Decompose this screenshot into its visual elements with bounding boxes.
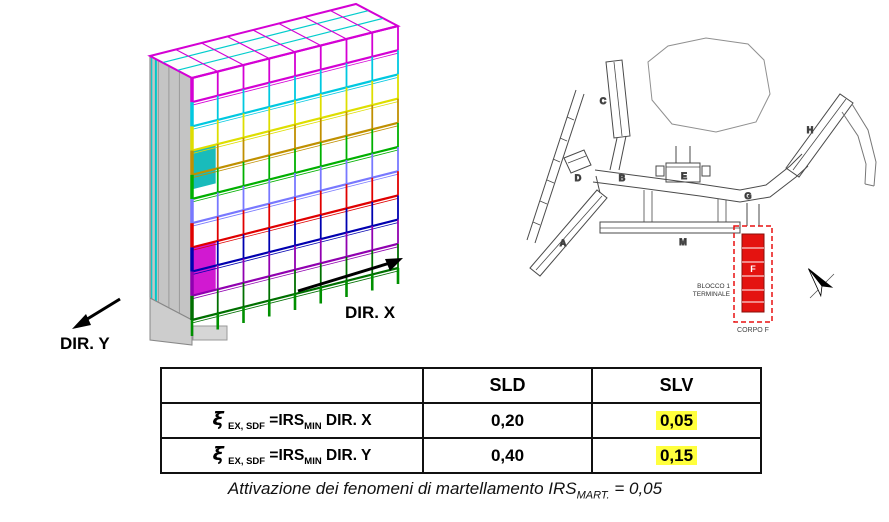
background-footprint xyxy=(647,37,771,133)
dir-x-arrowhead-icon xyxy=(385,258,403,271)
col-header-slv: SLV xyxy=(591,367,762,404)
dir-y-arrow xyxy=(83,297,121,323)
plan-label-a: A xyxy=(560,238,567,248)
row-label-dir-y: ξ EX, SDF =IRSMIN DIR. Y xyxy=(160,437,424,474)
caption-subscript: MART. xyxy=(576,489,610,502)
slv-value-x-highlighted: 0,05 xyxy=(655,410,698,430)
sld-value-x: 0,20 xyxy=(422,402,593,439)
plan-label-h: H xyxy=(807,125,814,135)
caption-tail: = 0,05 xyxy=(609,479,663,498)
block-c xyxy=(605,59,631,171)
dir-y-label: DIR. Y xyxy=(60,334,110,353)
irs-eq: =IRS xyxy=(269,412,305,430)
dir-y-text: DIR. Y xyxy=(326,447,372,465)
dir-x-label: DIR. X xyxy=(345,303,396,322)
sld-value-y: 0,40 xyxy=(422,437,593,474)
block-m xyxy=(599,221,741,234)
blocco-terminale-label-line2: TERMINALE xyxy=(693,291,731,298)
xi-subscript: EX, SDF xyxy=(228,456,266,468)
plan-label-d: D xyxy=(575,173,582,183)
corpo-f-block xyxy=(741,233,765,313)
slv-cell-x: 0,05 xyxy=(591,402,762,439)
plan-label-e: E xyxy=(681,171,687,181)
dir-x-arrow xyxy=(297,261,391,293)
irs-min-subscript: MIN xyxy=(304,421,322,433)
xi-symbol: ξ xyxy=(212,443,224,466)
table-row-dir-y: ξ EX, SDF =IRSMIN DIR. Y 0,40 0,15 xyxy=(160,437,762,474)
boundary-wall xyxy=(526,89,585,244)
blocco-terminale-label-line1: BLOCCO 1 xyxy=(697,283,730,290)
direction-arrows: DIR. X DIR. Y xyxy=(60,258,403,353)
building-3d-model xyxy=(147,2,401,346)
col-header-sld: SLD xyxy=(422,367,593,404)
plan-label-c: C xyxy=(600,96,607,106)
dir-y-arrowhead-icon xyxy=(72,314,91,329)
block-h xyxy=(785,93,877,187)
results-table: SLD SLV ξ EX, SDF =IRSMIN DIR. X 0,20 0,… xyxy=(160,367,762,474)
table-row-dir-x: ξ EX, SDF =IRSMIN DIR. X 0,20 0,05 xyxy=(160,402,762,439)
table-corner-cell xyxy=(160,367,424,404)
irs-min-subscript: MIN xyxy=(304,456,322,468)
compass-icon xyxy=(808,268,835,299)
block-a xyxy=(529,175,608,277)
row-label-dir-x: ξ EX, SDF =IRSMIN DIR. X xyxy=(160,402,424,439)
table-header-row: SLD SLV xyxy=(160,367,762,404)
dir-x-text: DIR. X xyxy=(325,412,372,430)
plan-label-b: B xyxy=(619,173,626,183)
plan-label-g: G xyxy=(744,191,751,201)
slv-cell-y: 0,15 xyxy=(591,437,762,474)
block-d xyxy=(563,149,592,174)
figure-caption: Attivazione dei fenomeni di martellament… xyxy=(130,479,760,501)
plan-label-f: F xyxy=(750,264,756,274)
corpo-f-dashed-outline xyxy=(733,225,773,323)
block-e xyxy=(655,146,711,183)
slv-value-y-highlighted: 0,15 xyxy=(655,445,698,465)
shear-wall-patch xyxy=(192,144,216,190)
plan-label-m: M xyxy=(679,237,687,247)
xi-subscript: EX, SDF xyxy=(228,421,265,433)
xi-symbol: ξ xyxy=(212,408,224,431)
corridor-spine xyxy=(592,153,809,222)
site-plan: C D B G xyxy=(526,37,877,334)
irs-eq: =IRS xyxy=(269,447,305,465)
corpo-f-label: CORPO F xyxy=(737,327,769,334)
podium xyxy=(149,297,193,346)
block-f-highlight xyxy=(733,203,773,323)
caption-text: Attivazione dei fenomeni di martellament… xyxy=(227,479,577,498)
